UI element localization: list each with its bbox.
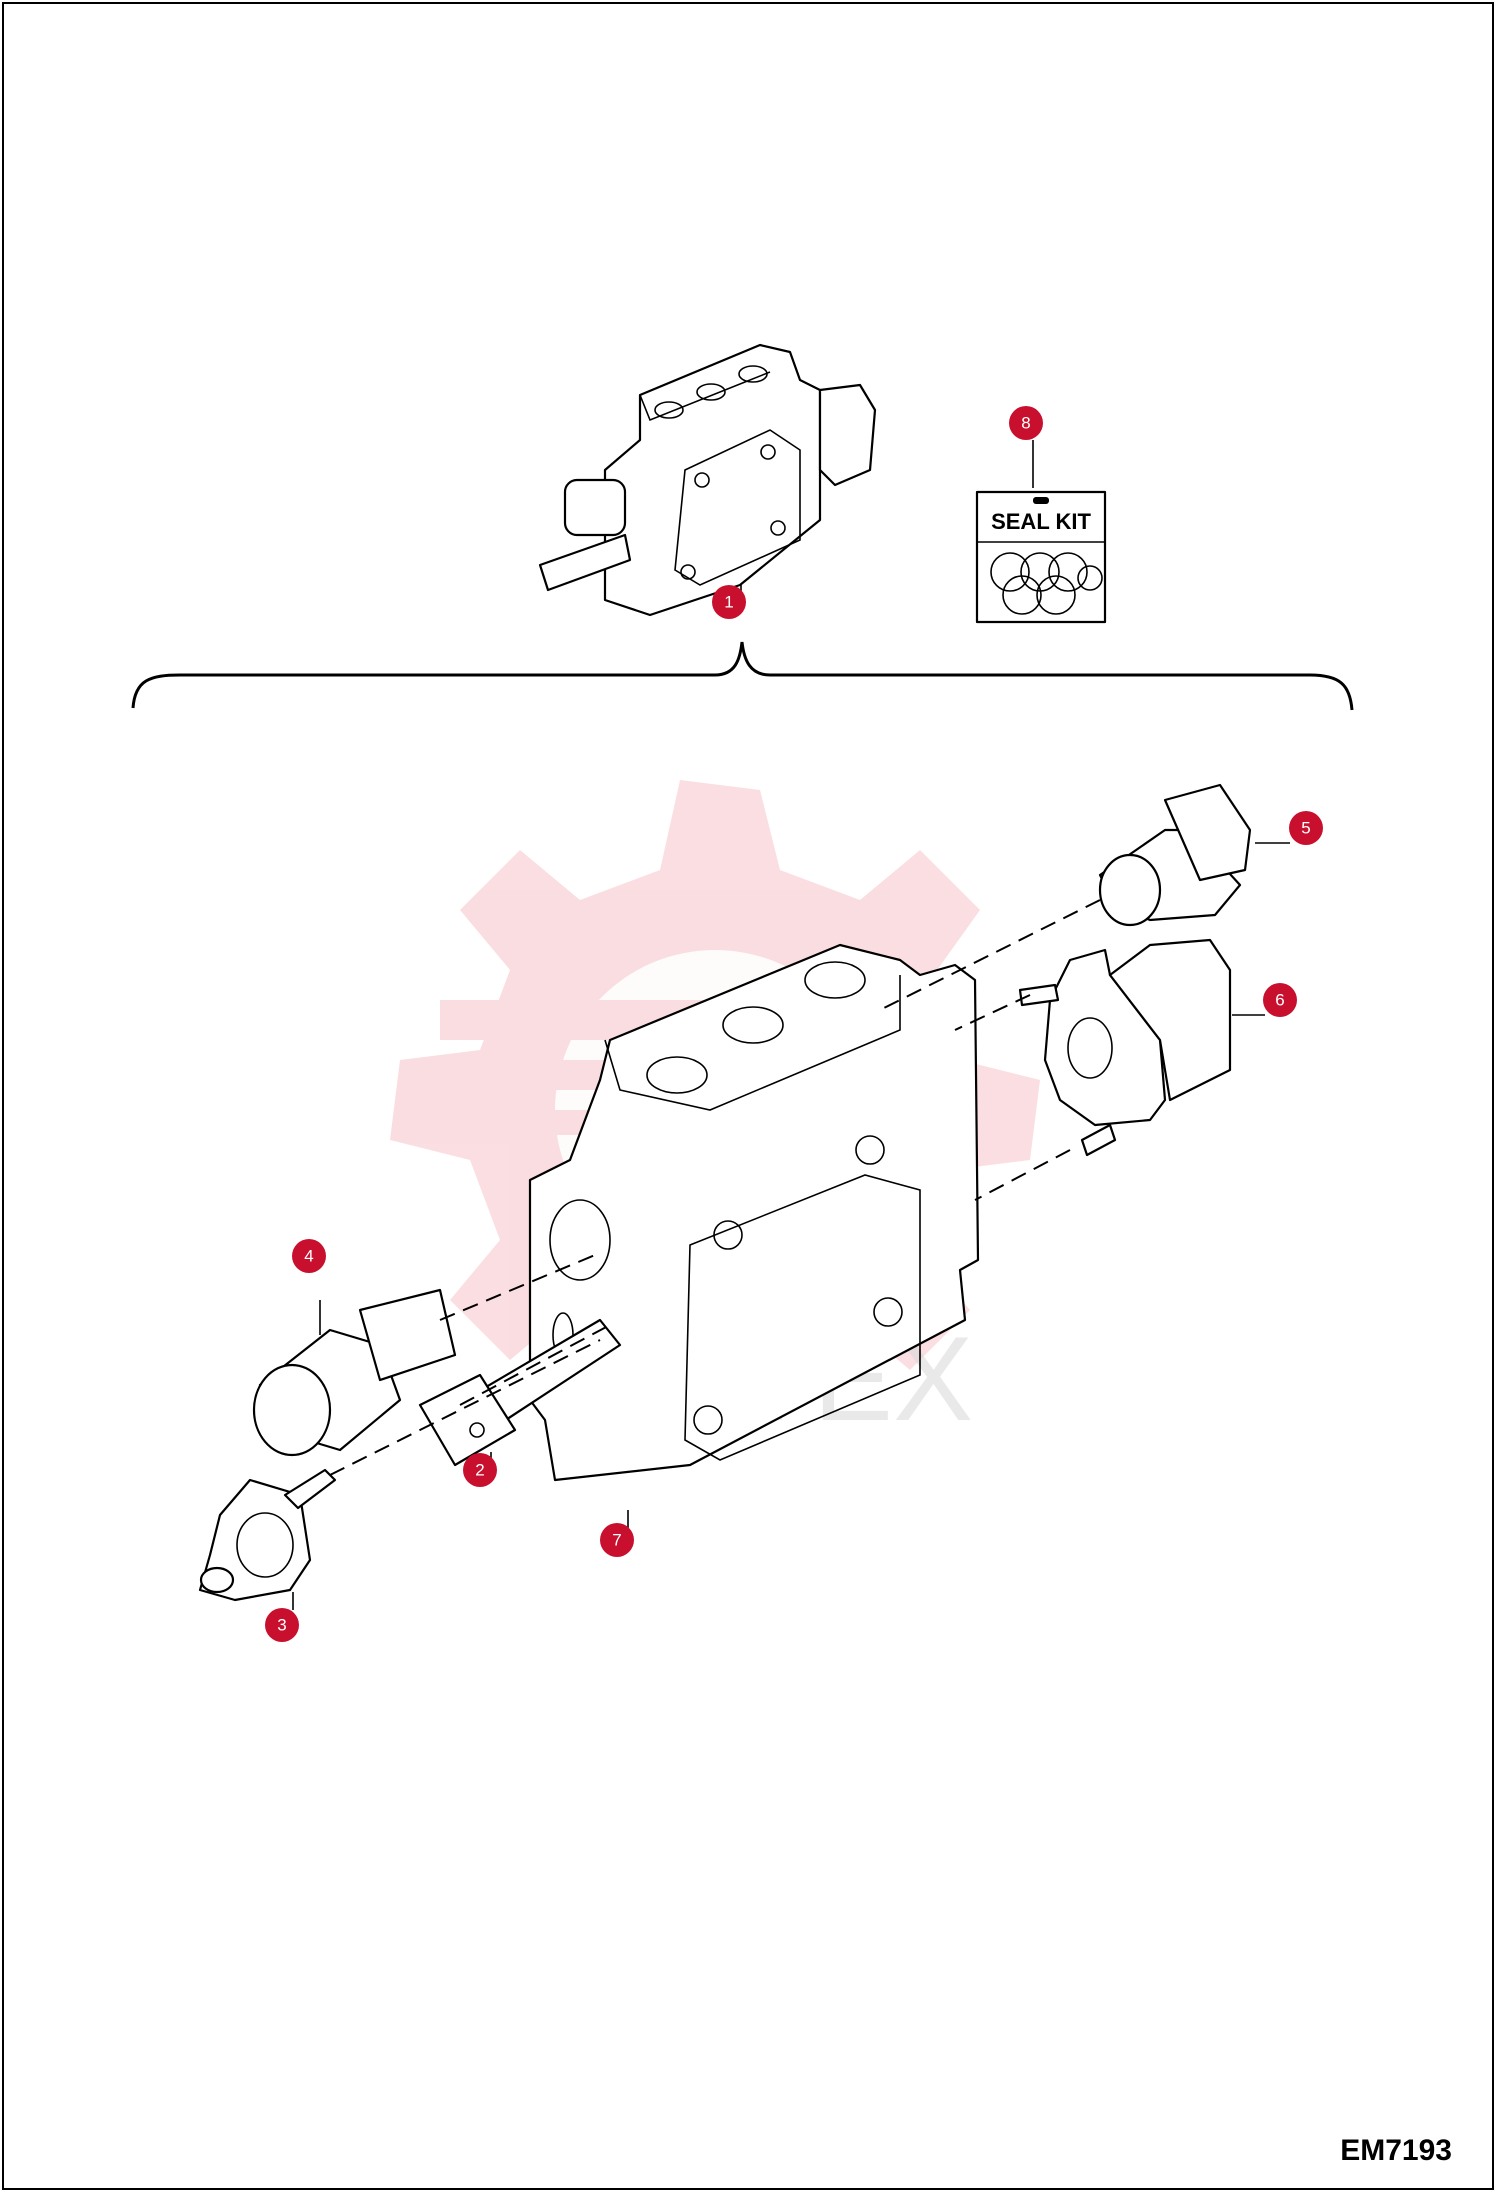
callout-7: 7 — [600, 1523, 634, 1557]
alignment-lines — [329, 899, 1101, 1476]
callout-8-number: 8 — [1021, 414, 1030, 433]
callout-8: 8 — [1009, 406, 1043, 440]
relief-cartridge — [252, 1288, 457, 1457]
callout-8-badge — [1009, 406, 1043, 440]
callout-5: 5 — [1289, 811, 1323, 845]
callout-5-badge — [1289, 811, 1323, 845]
callout-4: 4 — [292, 1239, 326, 1273]
callout-2-number: 2 — [475, 1461, 484, 1480]
callout-5-number: 5 — [1301, 819, 1310, 838]
seal-kit-label: SEAL KIT — [991, 509, 1091, 534]
callout-4-number: 4 — [304, 1247, 313, 1266]
callout-7-number: 7 — [612, 1531, 621, 1550]
valve-body — [528, 943, 980, 1530]
grouping-brace — [131, 641, 1354, 711]
spool — [418, 1318, 622, 1470]
callout-6-badge — [1263, 983, 1297, 1017]
flange-fitting — [198, 1468, 337, 1610]
callout-3-number: 3 — [277, 1616, 286, 1635]
callout-6-number: 6 — [1275, 991, 1284, 1010]
valve-assembly-overview — [538, 343, 877, 617]
callout-1-number: 1 — [724, 593, 733, 612]
callout-3: 3 — [265, 1608, 299, 1642]
check-valve-assembly — [1018, 938, 1265, 1157]
drawing-code: EM7193 — [1340, 2134, 1452, 2167]
plug-fitting — [1098, 783, 1290, 927]
callout-1: 1 — [712, 585, 746, 619]
callout-4-badge — [292, 1239, 326, 1273]
seal-kit-card: SEAL KIT — [975, 440, 1107, 624]
callout-2-badge — [463, 1453, 497, 1487]
callout-2: 2 — [463, 1453, 497, 1487]
callout-7-badge — [600, 1523, 634, 1557]
callout-3-badge — [265, 1608, 299, 1642]
callout-1-badge — [712, 585, 746, 619]
callout-6: 6 — [1263, 983, 1297, 1017]
